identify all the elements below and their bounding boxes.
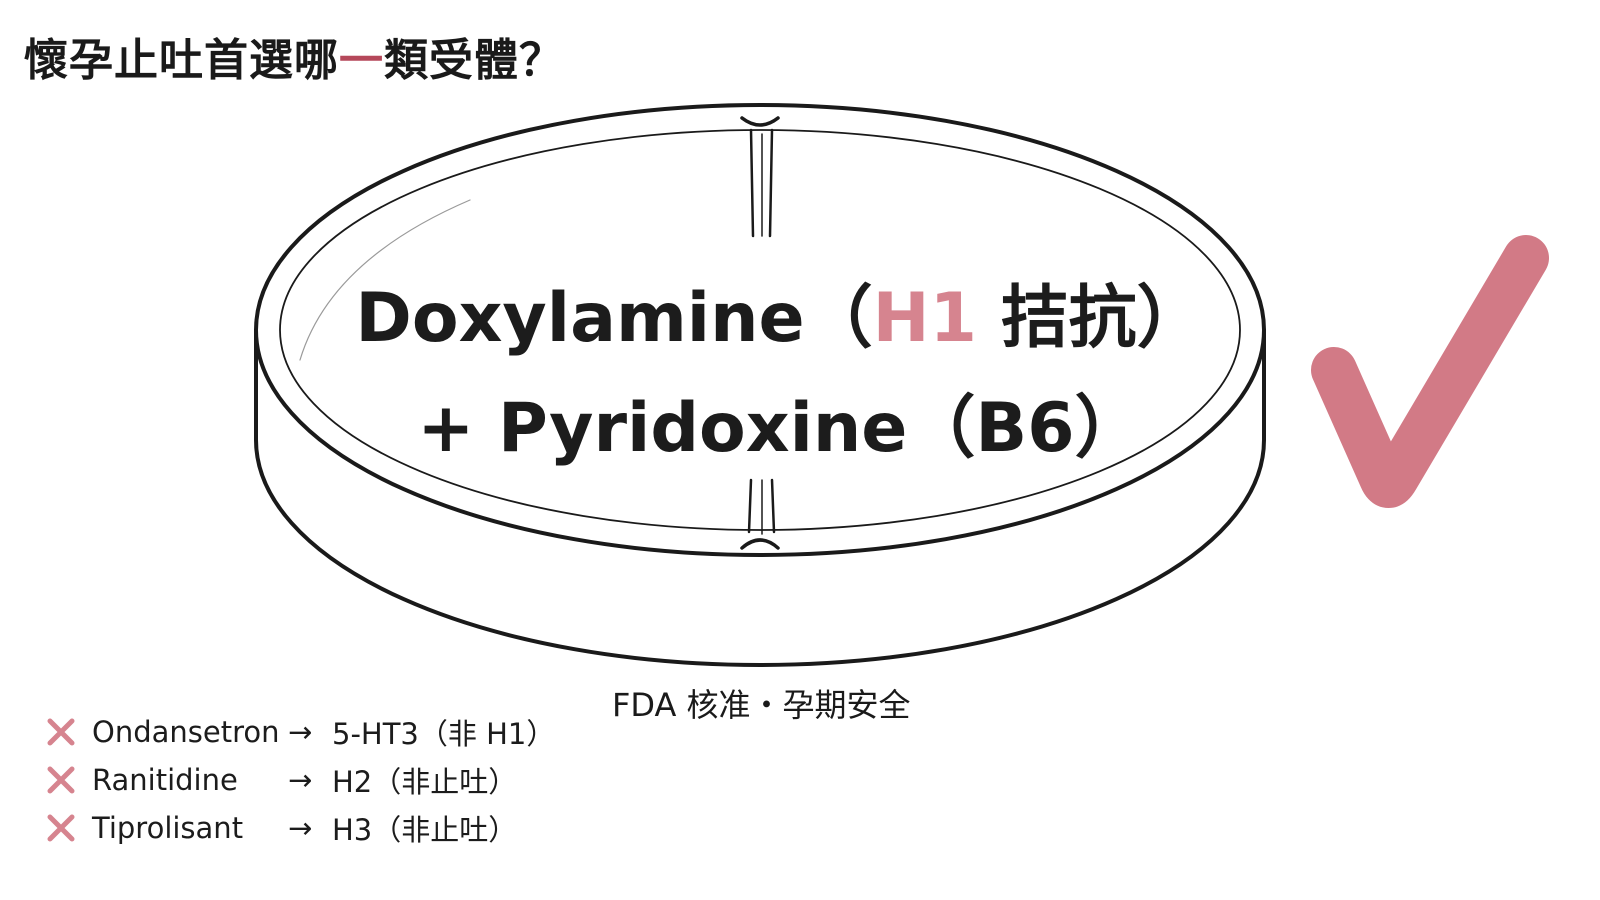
score-groove-upper-left (749, 128, 755, 238)
score-notch-top (740, 116, 780, 127)
arrow-icon: → (288, 715, 313, 749)
wrong-drug-target: 5-HT3（非 H1） (332, 717, 556, 751)
tablet-highlight (299, 199, 471, 361)
title-part-1: 懷孕止吐首選哪 (24, 35, 339, 86)
drug-line-secondary: + Pyridoxine（B6） (417, 389, 1143, 468)
wrong-drug-target: H2（非止吐） (332, 765, 518, 799)
x-mark-icon (47, 766, 75, 794)
list-item: Tiprolisant → H3（非止吐） (44, 804, 555, 852)
x-mark-icon (47, 814, 75, 842)
list-item: Ranitidine → H2（非止吐） (44, 756, 555, 804)
approval-caption: FDA 核准・孕期安全 (612, 686, 911, 724)
score-notch-bottom (740, 538, 780, 550)
title-dash: 一 (339, 35, 384, 86)
drug-name-doxylamine: Doxylamine (355, 279, 805, 358)
score-groove-lower-right (770, 478, 776, 534)
page-title: 懷孕止吐首選哪一類受體？ (24, 24, 564, 88)
x-mark-icon (47, 718, 75, 746)
list-item: Ondansetron → 5-HT3（非 H1） (44, 708, 555, 756)
antagonist-label: 拮抗） (976, 279, 1205, 358)
checkmark-icon (1311, 235, 1549, 508)
wrong-drug-target: H3（非止吐） (332, 813, 518, 847)
arrow-icon: → (288, 811, 313, 845)
arrow-icon: → (288, 763, 313, 797)
score-groove-upper-right (768, 128, 774, 238)
tablet-bevel (279, 129, 1241, 531)
receptor-h1-label: H1 (872, 279, 977, 358)
wrong-drug-name: Ranitidine (92, 763, 238, 797)
score-groove-lower-left (747, 478, 753, 534)
drug-line-primary: Doxylamine（H1 拮抗） (0, 262, 1560, 361)
title-part-2: 類受體？ (384, 35, 564, 86)
tablet-top-face (254, 103, 1266, 557)
wrong-options-list: Ondansetron → 5-HT3（非 H1） Ranitidine → H… (44, 708, 555, 852)
wrong-drug-name: Ondansetron (92, 715, 280, 749)
paren-open: （ (804, 279, 873, 358)
wrong-drug-name: Tiprolisant (92, 811, 244, 845)
